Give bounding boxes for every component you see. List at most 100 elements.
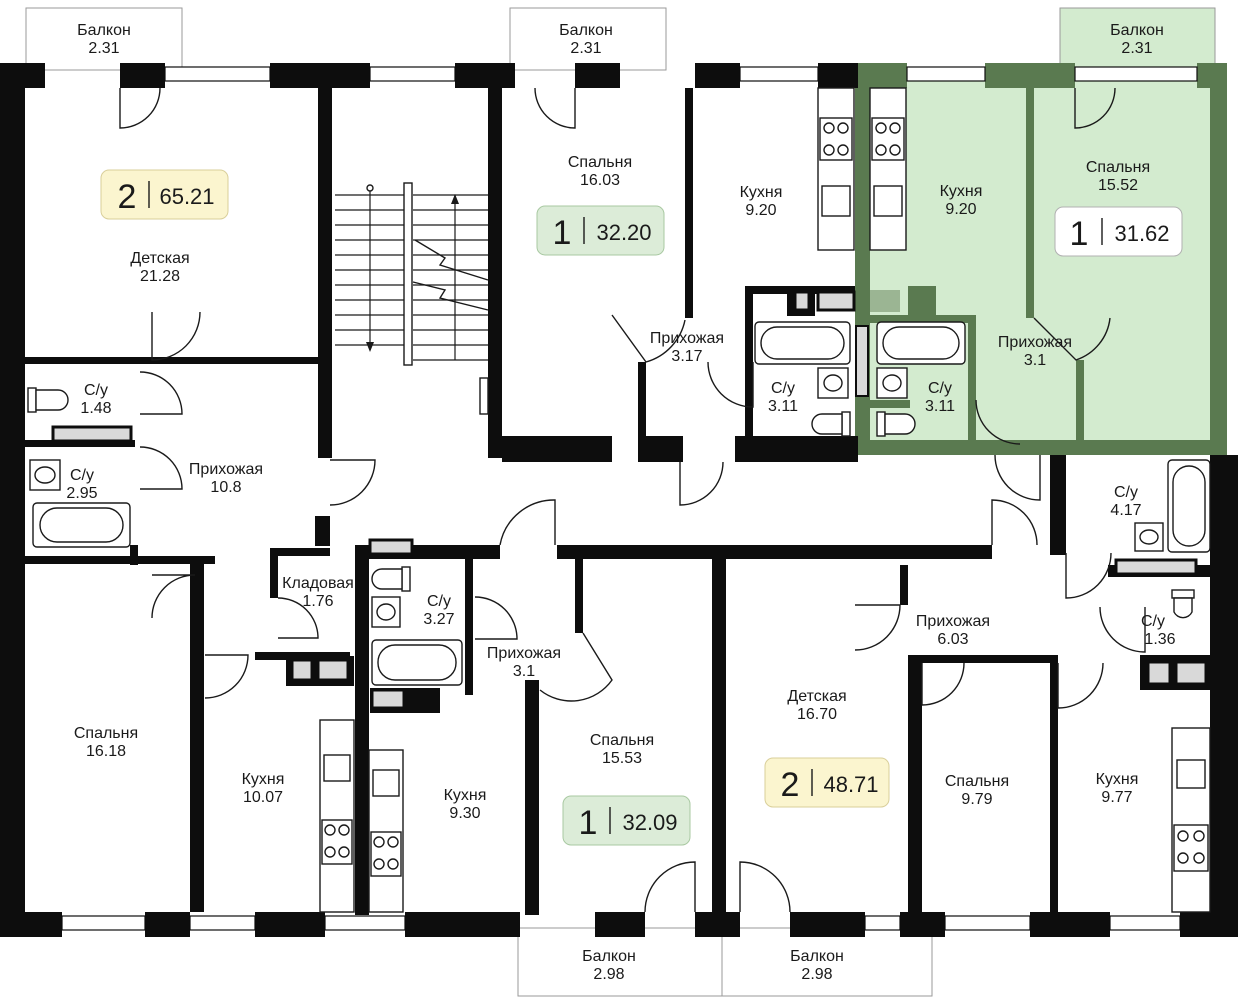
toilet xyxy=(27,387,37,413)
bathtub-basin xyxy=(882,326,960,360)
staircase[interactable] xyxy=(335,182,489,415)
badge-background xyxy=(764,757,890,808)
sink-basin xyxy=(1139,529,1159,545)
door-bedroom-tm[interactable] xyxy=(611,314,686,363)
toilet xyxy=(841,411,851,437)
room-name: Кухня xyxy=(1096,771,1139,788)
room-area: 3.11 xyxy=(925,398,955,415)
room-area: 2.31 xyxy=(570,40,601,57)
bathtub-basin xyxy=(377,644,457,681)
kitchen-counter xyxy=(869,87,907,251)
door-wc-tm[interactable] xyxy=(707,361,754,408)
kitchen-sink xyxy=(323,754,351,782)
kitchen-sink xyxy=(1176,759,1206,789)
door-balcony-tl[interactable] xyxy=(119,87,161,129)
room-name: Детская xyxy=(787,688,846,705)
door-kitchen-br[interactable] xyxy=(1057,662,1104,709)
door-bedroom-bm[interactable] xyxy=(539,632,613,702)
bathtub-basin xyxy=(39,507,124,543)
kitchen-counters xyxy=(319,87,1211,913)
badge-rooms: 2 xyxy=(781,766,800,804)
door-wc-tl2[interactable] xyxy=(139,446,183,490)
badge-rooms: 1 xyxy=(579,804,598,842)
selected-apartment[interactable] xyxy=(855,7,1227,455)
door-entrance-bm[interactable] xyxy=(499,499,556,546)
door-balcony-bl[interactable] xyxy=(644,861,696,913)
door-kids-br[interactable] xyxy=(854,604,901,651)
doors[interactable] xyxy=(119,87,1146,913)
balcony-outline-tl xyxy=(25,7,183,71)
room-name: Прихожая xyxy=(189,461,263,478)
door-bedroom-tr[interactable] xyxy=(1033,317,1111,361)
room-area: 6.03 xyxy=(937,631,968,648)
room-area: 15.53 xyxy=(602,750,642,767)
toilet xyxy=(401,566,411,592)
room-name: С/у xyxy=(70,467,94,484)
window xyxy=(324,915,406,931)
balcony-outline-bl xyxy=(517,927,723,997)
door-entrance-tr[interactable] xyxy=(994,454,1041,501)
selected-apartment-walls xyxy=(855,63,1227,455)
room-area: 3.1 xyxy=(1024,352,1046,369)
windows xyxy=(61,66,1198,931)
kitchen-counter xyxy=(1171,727,1211,913)
window xyxy=(369,66,456,82)
balconies xyxy=(25,7,933,997)
apartment-badge[interactable]: 1 32.20 xyxy=(536,205,665,256)
toilet-bowl xyxy=(371,568,403,590)
door-bedroom-bl[interactable] xyxy=(151,574,196,619)
badge-background xyxy=(100,169,229,220)
room-area: 9.30 xyxy=(449,805,480,822)
room-area: 10.8 xyxy=(210,479,241,496)
apartment-badge[interactable]: 2 65.21 xyxy=(100,169,229,220)
balcony-outline-tm xyxy=(509,7,667,71)
room-area: 9.79 xyxy=(961,791,992,808)
door-wc-br2[interactable] xyxy=(1099,606,1146,653)
room-area: 2.31 xyxy=(1121,40,1152,57)
apartment-badge[interactable]: 2 48.71 xyxy=(764,757,890,808)
room-area: 16.70 xyxy=(797,706,837,723)
door-kids-tl[interactable] xyxy=(151,311,201,361)
room-area: 9.20 xyxy=(745,202,776,219)
door-wc-br1[interactable] xyxy=(1065,552,1112,599)
room-area: 3.1 xyxy=(513,663,535,680)
kitchen-sink xyxy=(821,185,851,217)
room-area: 10.07 xyxy=(243,789,283,806)
room-area: 15.52 xyxy=(1098,177,1138,194)
apartment-badge[interactable]: 1 32.09 xyxy=(562,795,691,846)
window xyxy=(906,66,986,82)
door-balcony-tm[interactable] xyxy=(534,87,576,129)
room-area: 16.03 xyxy=(580,172,620,189)
toilet-bowl xyxy=(884,413,916,435)
room-name: Кладовая xyxy=(282,575,354,592)
kitchen-sink xyxy=(372,769,400,797)
window xyxy=(189,915,256,931)
door-stair[interactable] xyxy=(329,459,376,506)
room-area: 3.27 xyxy=(423,611,454,628)
door-entrance-br[interactable] xyxy=(991,499,1038,546)
door-entrance-tm[interactable] xyxy=(679,461,724,506)
room-name: С/у xyxy=(1114,484,1138,501)
door-wc-bm[interactable] xyxy=(474,596,518,640)
apartment-badge[interactable]: 1 31.62 xyxy=(1054,206,1183,257)
door-wc-tl1[interactable] xyxy=(139,371,183,415)
room-area: 9.77 xyxy=(1101,789,1132,806)
badge-area: 31.62 xyxy=(1114,221,1169,246)
room-name: Прихожая xyxy=(487,645,561,662)
door-balcony-br[interactable] xyxy=(739,861,791,913)
stair-arrow-head xyxy=(451,194,459,204)
door-kitchen-bl[interactable] xyxy=(204,654,249,699)
window xyxy=(164,66,271,82)
door-bedroom-br[interactable] xyxy=(921,662,965,706)
door-storage[interactable] xyxy=(277,597,319,639)
badge-area: 65.21 xyxy=(159,184,214,209)
toilet xyxy=(876,411,886,437)
badge-background xyxy=(536,205,665,256)
toilet-bowl xyxy=(811,413,843,435)
room-name: Кухня xyxy=(940,183,983,200)
toilet xyxy=(1171,589,1195,599)
door-balcony-tr[interactable] xyxy=(1074,87,1116,129)
door-wc-tr[interactable] xyxy=(975,399,1021,445)
badge-area: 32.20 xyxy=(596,220,651,245)
bathtub-basin xyxy=(1172,465,1206,547)
